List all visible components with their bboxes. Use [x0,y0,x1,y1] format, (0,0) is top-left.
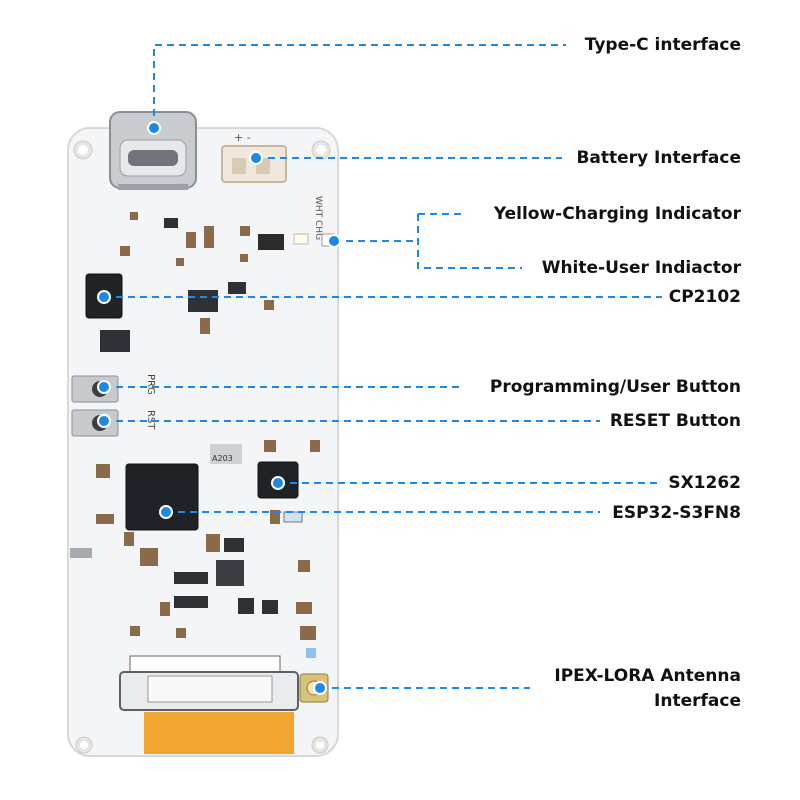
label-reset-button: RESET Button [609,411,741,431]
sx1262-dot [271,476,285,490]
pcb-board [67,127,339,757]
label-type-c: Type-C interface [584,35,741,55]
label-sx1262: SX1262 [668,473,741,493]
chip-marking-text: A203 [212,454,233,463]
label-yellow-led: Yellow-Charging Indicator [493,204,741,224]
reset-button-dot [97,414,111,428]
prog-button-dot [97,380,111,394]
esp32-dot [159,505,173,519]
type-c-connector [109,111,197,190]
battery-dot [249,151,263,165]
label-antenna-line2: Interface [654,691,741,711]
label-prog-button: Programming/User Button [489,377,741,397]
callout-lines [104,44,662,689]
display-connector [119,655,299,754]
led-dot [327,234,341,248]
label-cp2102: CP2102 [668,287,741,307]
label-esp32: ESP32-S3FN8 [612,503,741,523]
type-c-line [153,44,566,128]
led-bracket-line [417,214,522,269]
callout-dots [97,121,341,695]
led-silkscreen-text: WHT CHG [313,196,323,240]
esp32-chip [125,463,199,531]
small-components: A203 [70,212,320,658]
label-antenna-line1: IPEX-LORA Antenna [554,666,741,686]
cp2102-dot [97,290,111,304]
label-battery: Battery Interface [576,148,741,168]
prg-silkscreen-text: PRG [145,374,156,395]
type-c-dot [147,121,161,135]
battery-polarity-text: + - [234,131,251,144]
antenna-dot [313,681,327,695]
rst-silkscreen-text: RST [145,410,156,430]
label-white-led: White-User Indiactor [541,258,741,278]
